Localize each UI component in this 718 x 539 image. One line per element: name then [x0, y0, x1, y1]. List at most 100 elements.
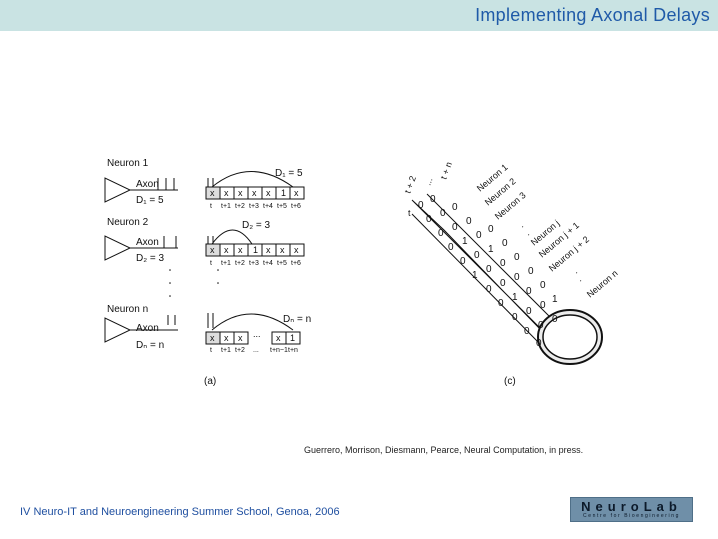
neuron-label: . — [517, 220, 525, 229]
time-label: t+2 — [235, 203, 245, 210]
figure-a-panel: Neuron 1 Axon D₁ = 5 D₁ = 5 x x — [104, 158, 311, 387]
buffer-value: x — [266, 245, 271, 255]
neuron-2-row: Neuron 2 Axon D₂ = 3 D₂ = 3 x x x — [104, 217, 305, 267]
buffer-value: x — [210, 245, 215, 255]
neuron-label: . — [571, 266, 579, 275]
zero-cell: 1 — [462, 236, 468, 247]
zero-cell: 1 — [512, 292, 518, 303]
buffer-value: x — [210, 333, 215, 343]
zero-cell: 0 — [502, 238, 508, 249]
time-label: t+1 — [221, 260, 231, 267]
buffer-value: x — [224, 333, 229, 343]
time-label: t — [210, 347, 212, 354]
time-label: t — [408, 208, 411, 218]
time-label: t+3 — [249, 260, 259, 267]
buffer-value: 1 — [290, 333, 295, 343]
neuron-name-label: Neuron 1 — [107, 158, 149, 169]
time-label: t+5 — [277, 260, 287, 267]
axon-label: Axon — [136, 179, 159, 190]
zero-cell: 0 — [536, 338, 542, 349]
axonal-delay-figure: Neuron 1 Axon D₁ = 5 D₁ = 5 x x — [104, 158, 620, 387]
buffer-value: x — [294, 245, 299, 255]
time-label: t+n−1 — [270, 347, 288, 354]
footer-text: IV Neuro-IT and Neuroengineering Summer … — [20, 506, 340, 518]
time-label: t+6 — [291, 260, 301, 267]
time-label: t+3 — [249, 203, 259, 210]
zero-cell: 0 — [538, 320, 544, 331]
ellipsis-dot — [217, 269, 219, 271]
time-label: t+4 — [263, 260, 273, 267]
zero-cell: 0 — [418, 200, 424, 211]
buffer-value: x — [238, 245, 243, 255]
buffer-value: x — [210, 188, 215, 198]
time-axis-labels: t + n ... t + 2 t — [402, 161, 453, 218]
figure-c-panel: 0 0 0 0 0 0 0 0 0 1 0 0 0 0 1 0 1 0 0 0 — [402, 161, 619, 387]
zero-cell: 0 — [488, 224, 494, 235]
neuron-label: . — [523, 228, 531, 237]
buffer-value: x — [252, 188, 257, 198]
logo-subtitle: Centre for Bioengineering — [583, 513, 680, 519]
cylinder-edge — [411, 213, 543, 347]
zero-cell: 0 — [524, 326, 530, 337]
zero-cell: 0 — [474, 250, 480, 261]
buffer-cell — [285, 331, 301, 345]
buffer-value: ... — [253, 329, 261, 339]
delay-arc — [211, 171, 294, 188]
buffer-value: x — [224, 245, 229, 255]
zero-cell: 1 — [488, 244, 494, 255]
zero-cell: 0 — [476, 230, 482, 241]
neuron-soma-triangle — [104, 235, 132, 261]
buffer-value: x — [280, 245, 285, 255]
zero-cell: 0 — [552, 314, 558, 325]
buffer-value: x — [224, 188, 229, 198]
buffer-cell — [289, 186, 305, 200]
neuron-1-row: Neuron 1 Axon D₁ = 5 D₁ = 5 x x — [104, 158, 305, 210]
page-title: Implementing Axonal Delays — [475, 5, 710, 25]
header-bar: Implementing Axonal Delays — [0, 0, 718, 31]
neuron-soma-triangle — [104, 177, 132, 203]
ellipsis-dot — [169, 269, 171, 271]
zero-cell: 0 — [466, 216, 472, 227]
delay-arc — [211, 229, 253, 245]
delay-label: D₁ = 5 — [136, 195, 164, 206]
axon-label: Axon — [136, 323, 159, 334]
zero-cell: 0 — [512, 312, 518, 323]
zero-cell: 0 — [526, 286, 532, 297]
zero-cell: 0 — [498, 298, 504, 309]
zero-cell: 0 — [430, 194, 436, 205]
time-label: t+2 — [235, 260, 245, 267]
time-label: t+1 — [221, 203, 231, 210]
zero-cell: 0 — [540, 300, 546, 311]
time-label: t+4 — [263, 203, 273, 210]
ellipsis-dot — [169, 295, 171, 297]
neuron-label: . — [575, 274, 583, 283]
delay-top-label: Dₙ = n — [283, 314, 311, 325]
time-label: t+2 — [235, 347, 245, 354]
time-label: t+6 — [291, 203, 301, 210]
ellipsis-dot — [169, 282, 171, 284]
zero-cell: 1 — [552, 294, 558, 305]
buffer-value: 1 — [281, 188, 286, 198]
zero-cell: 0 — [514, 252, 520, 263]
time-label: t+n — [288, 347, 298, 354]
time-labels: t t+1 t+2 t+3 t+4 t+5 t+6 — [210, 203, 301, 210]
time-label: t+5 — [277, 203, 287, 210]
axon-label: Axon — [136, 237, 159, 248]
cylinder-end-inner — [542, 314, 598, 360]
time-label: t + 2 — [402, 175, 417, 195]
delay-label: Dₙ = n — [136, 340, 164, 351]
delay-arc — [211, 313, 294, 331]
neuron-name-label: Neuron n — [107, 304, 148, 315]
zero-cell: 0 — [440, 208, 446, 219]
buffer-value: x — [238, 188, 243, 198]
zero-cell: 0 — [500, 278, 506, 289]
zero-cell: 0 — [452, 222, 458, 233]
neuron-axis-labels: Neuron 1 Neuron 2 Neuron 3 . . Neuron j … — [475, 162, 620, 299]
zero-cell: 0 — [448, 242, 454, 253]
time-label: t — [210, 203, 212, 210]
buffer-cell — [289, 243, 305, 257]
time-label: ... — [422, 176, 434, 186]
logo-name: NeuroLab — [581, 499, 682, 514]
delay-top-label: D₂ = 3 — [242, 220, 271, 231]
neuron-label: Neuron n — [585, 268, 620, 299]
